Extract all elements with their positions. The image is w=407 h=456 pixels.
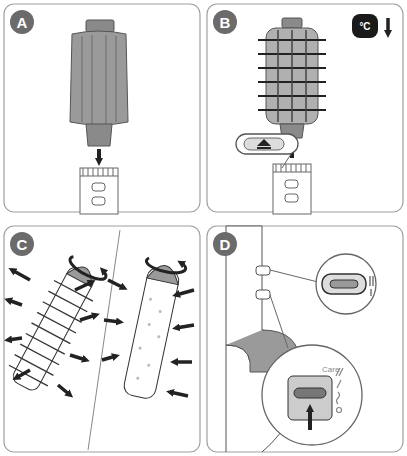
panel-letter: C	[10, 232, 34, 256]
rotating-brush	[3, 252, 108, 396]
panel-letter-text: C	[17, 236, 28, 253]
brush-attachment-b	[236, 18, 388, 214]
panel-letter-text: D	[220, 236, 231, 253]
panel-letter-text: B	[220, 14, 231, 31]
temperature-text: °C	[359, 21, 370, 32]
panel-letter: B	[213, 10, 237, 34]
temperature-icon: °C	[352, 14, 378, 38]
setting-label: Care	[322, 365, 339, 374]
panel-letter: D	[213, 232, 237, 256]
handle-d	[226, 226, 376, 452]
panel-letter: A	[10, 10, 34, 34]
attachment-a	[70, 20, 128, 214]
switch-inset: Care	[262, 345, 362, 445]
panel-letter-text: A	[17, 14, 28, 31]
